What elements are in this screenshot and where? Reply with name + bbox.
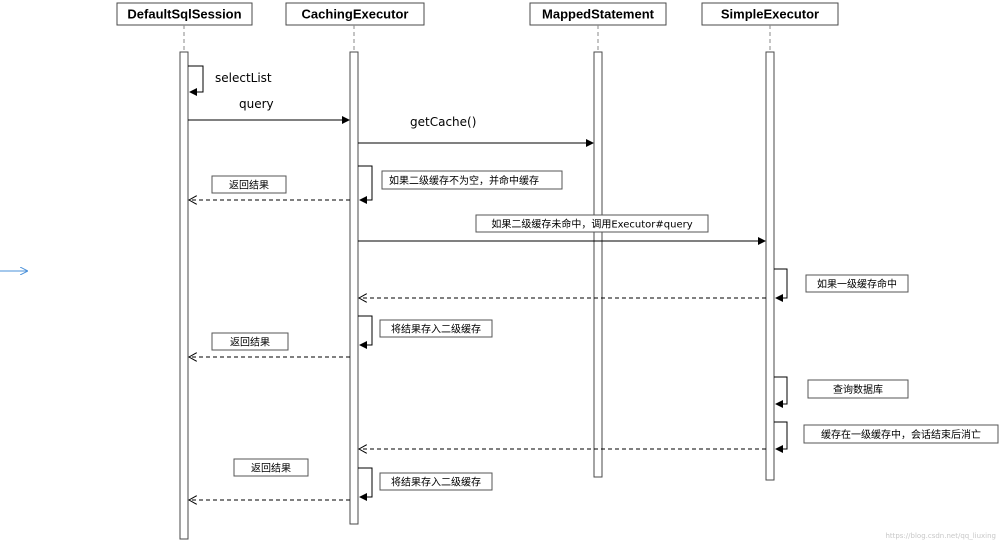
participant-mappedstatement: MappedStatement [529,2,667,26]
participant-cachingexecutor: CachingExecutor [285,2,425,26]
note-return-3 [233,458,309,477]
message-return-2: 返回结果 [189,332,350,357]
note-return-2 [211,332,289,351]
label-cache-miss: 如果二级缓存未命中，调用Executor#query [491,218,692,231]
label-query: query [239,97,274,111]
message-query-db: 查询数据库 [774,376,909,408]
message-store-second-level-1: 将结果存入二级缓存 [358,315,493,349]
label-return-3: 返回结果 [251,462,291,475]
activation-simple [765,51,775,481]
label-cache-not-empty: 如果二级缓存不为空，并命中缓存 [389,174,539,187]
label-getcache: getCache() [410,115,476,129]
label-return-2: 返回结果 [230,336,270,349]
note-cache-miss [475,214,709,233]
message-store-second-level-2: 将结果存入二级缓存 [358,467,493,501]
label-store-first-level: 缓存在一级缓存中，会话结束后消亡 [821,428,981,441]
note-store-first-level [803,424,999,444]
participant-label-caching: CachingExecutor [302,7,409,22]
note-first-level-hit [805,274,909,293]
watermark-text: https://blog.csdn.net/qq_liuxing [885,532,996,540]
participant-simpleexecutor: SimpleExecutor [701,2,839,26]
participant-label-simple: SimpleExecutor [721,7,819,22]
message-return-1: 返回结果 [189,175,350,200]
message-call-simple-executor: 如果二级缓存未命中，调用Executor#query [358,214,766,245]
activation-session [179,51,189,540]
participant-defaultsqlsession: DefaultSqlSession [116,2,253,26]
message-selectlist: selectList [188,65,272,96]
note-query-db [807,379,909,399]
label-first-level-hit: 如果一级缓存命中 [817,278,897,291]
label-store-second-1: 将结果存入二级缓存 [391,323,481,336]
message-cache-hit-check: 如果二级缓存不为空，并命中缓存 [358,165,563,204]
note-store-second-2 [379,472,493,491]
label-selectlist: selectList [215,71,272,85]
message-query: query [188,97,350,124]
note-cache-not-empty [381,170,563,190]
message-store-first-level: 缓存在一级缓存中，会话结束后消亡 [774,421,999,453]
participant-label-mapped: MappedStatement [542,7,655,22]
message-getcache: getCache() [358,115,594,147]
label-return-1: 返回结果 [229,179,269,192]
note-return-1 [211,175,287,194]
participant-label-session: DefaultSqlSession [127,7,241,22]
note-store-second-1 [379,319,493,338]
message-first-level-hit: 如果一级缓存命中 [774,268,909,302]
note-return-3-group: 返回结果 [233,458,309,477]
label-query-db: 查询数据库 [833,383,883,396]
label-store-second-2: 将结果存入二级缓存 [391,476,481,489]
activation-caching [349,51,359,525]
activation-mapped [593,51,603,478]
